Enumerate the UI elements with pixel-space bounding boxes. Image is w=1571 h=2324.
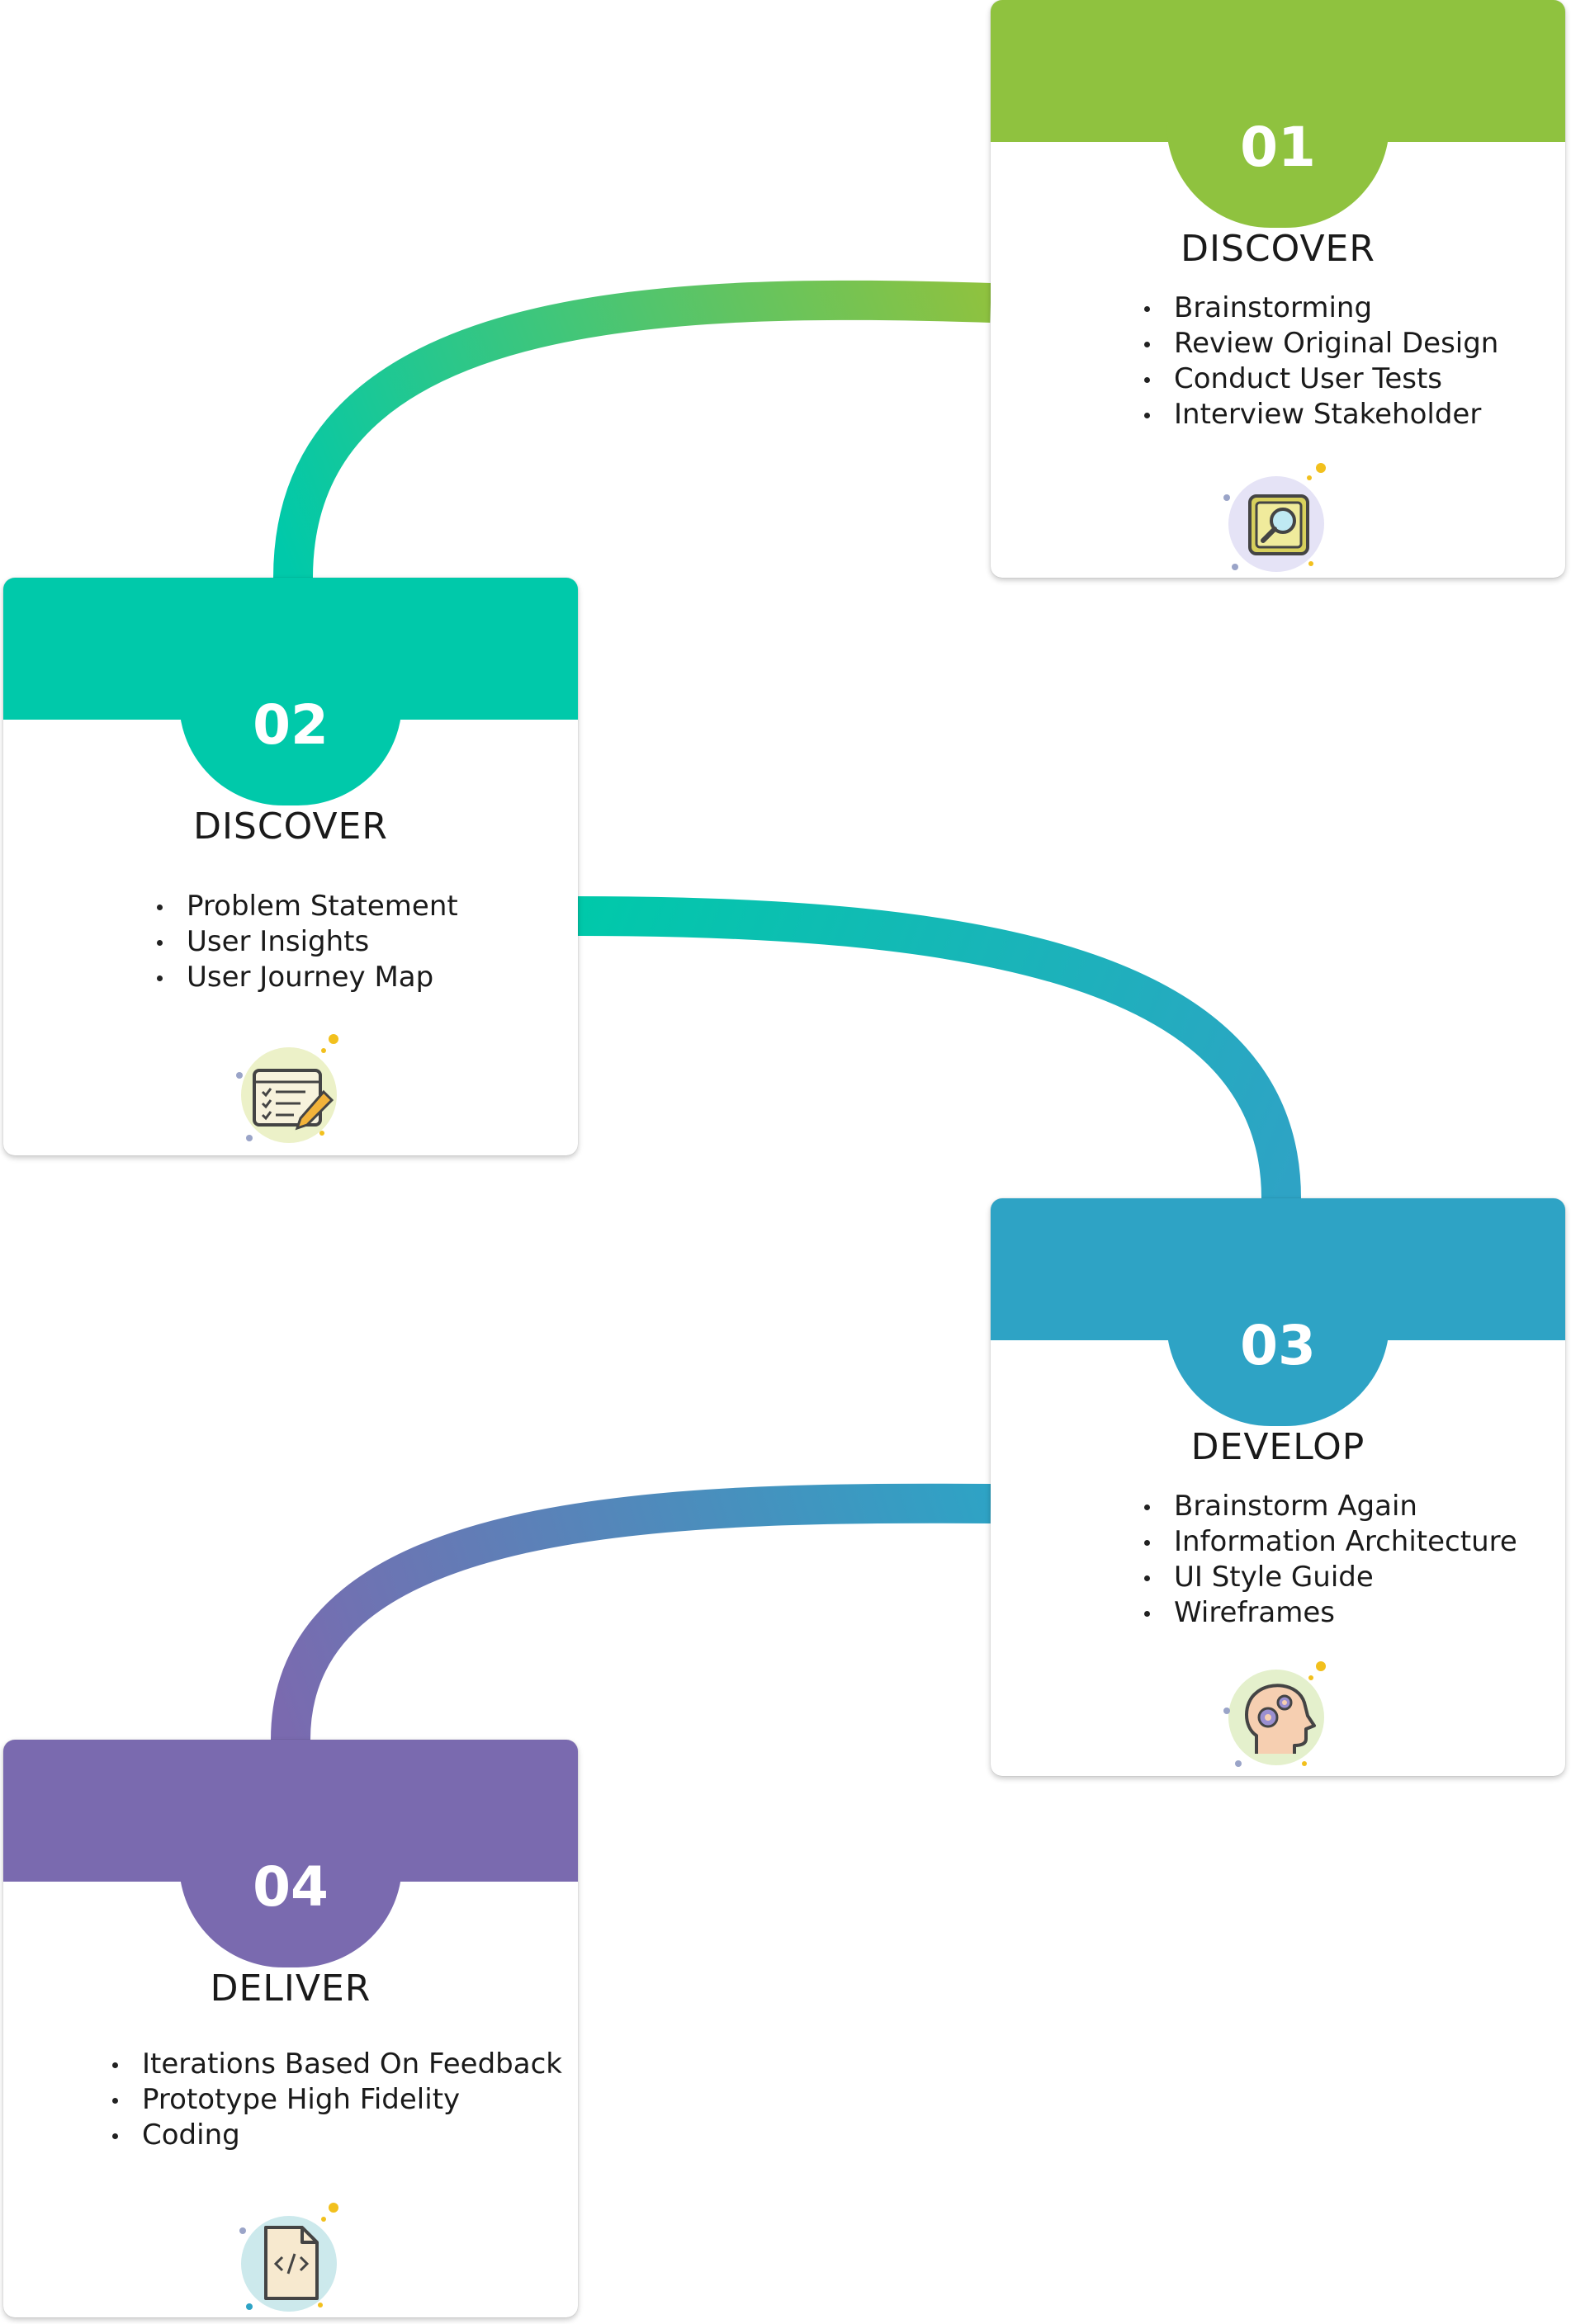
step-list: Problem Statement User Insights User Jou…	[152, 889, 458, 995]
step-list: Brainstorm Again Information Architectur…	[1139, 1489, 1517, 1631]
list-item: Review Original Design	[1139, 326, 1498, 361]
list-item: Problem Statement	[152, 889, 458, 924]
code-file-icon	[239, 2203, 338, 2312]
step-title: DELIVER	[210, 1967, 371, 2010]
list-item: Coding	[107, 2118, 562, 2153]
connector-2-3	[577, 896, 1301, 1199]
step-title: DISCOVER	[193, 805, 388, 848]
step-list: Brainstorming Review Original Design Con…	[1139, 290, 1498, 432]
step-card-04: 04 DELIVER Iterations Based On Feedback …	[3, 1740, 578, 2317]
card-header	[3, 578, 578, 720]
magnifier-icon	[1223, 463, 1326, 572]
list-item: Iterations Based On Feedback	[107, 2047, 562, 2082]
card-header	[3, 1740, 578, 1882]
checklist-pencil-icon	[236, 1034, 338, 1143]
step-list: Iterations Based On Feedback Prototype H…	[107, 2047, 562, 2153]
list-item: Information Architecture	[1139, 1524, 1517, 1560]
connector-3-4	[271, 1483, 991, 1741]
list-item: Prototype High Fidelity	[107, 2082, 562, 2118]
step-number: 03	[1240, 1314, 1316, 1377]
step-card-03: 03 DEVELOP Brainstorm Again Information …	[991, 1198, 1565, 1776]
step-number: 01	[1240, 116, 1316, 179]
step-title: DEVELOP	[1190, 1426, 1365, 1468]
step-number: 02	[253, 693, 329, 757]
list-item: User Journey Map	[152, 960, 458, 995]
list-item: Brainstorm Again	[1139, 1489, 1517, 1524]
step-title: DISCOVER	[1181, 228, 1375, 270]
card-header	[991, 1198, 1565, 1340]
head-gears-icon	[1223, 1661, 1326, 1767]
list-item: Interview Stakeholder	[1139, 397, 1498, 432]
step-card-01: 01 DISCOVER Brainstorming Review Origina…	[991, 0, 1565, 578]
list-item: User Insights	[152, 924, 458, 960]
list-item: Wireframes	[1139, 1595, 1517, 1631]
list-item: UI Style Guide	[1139, 1560, 1517, 1595]
card-header	[991, 0, 1565, 142]
list-item: Conduct User Tests	[1139, 361, 1498, 397]
step-number: 04	[253, 1855, 329, 1919]
step-card-02: 02 DISCOVER Problem Statement User Insig…	[3, 578, 578, 1155]
list-item: Brainstorming	[1139, 290, 1498, 326]
connector-1-2	[273, 280, 991, 579]
